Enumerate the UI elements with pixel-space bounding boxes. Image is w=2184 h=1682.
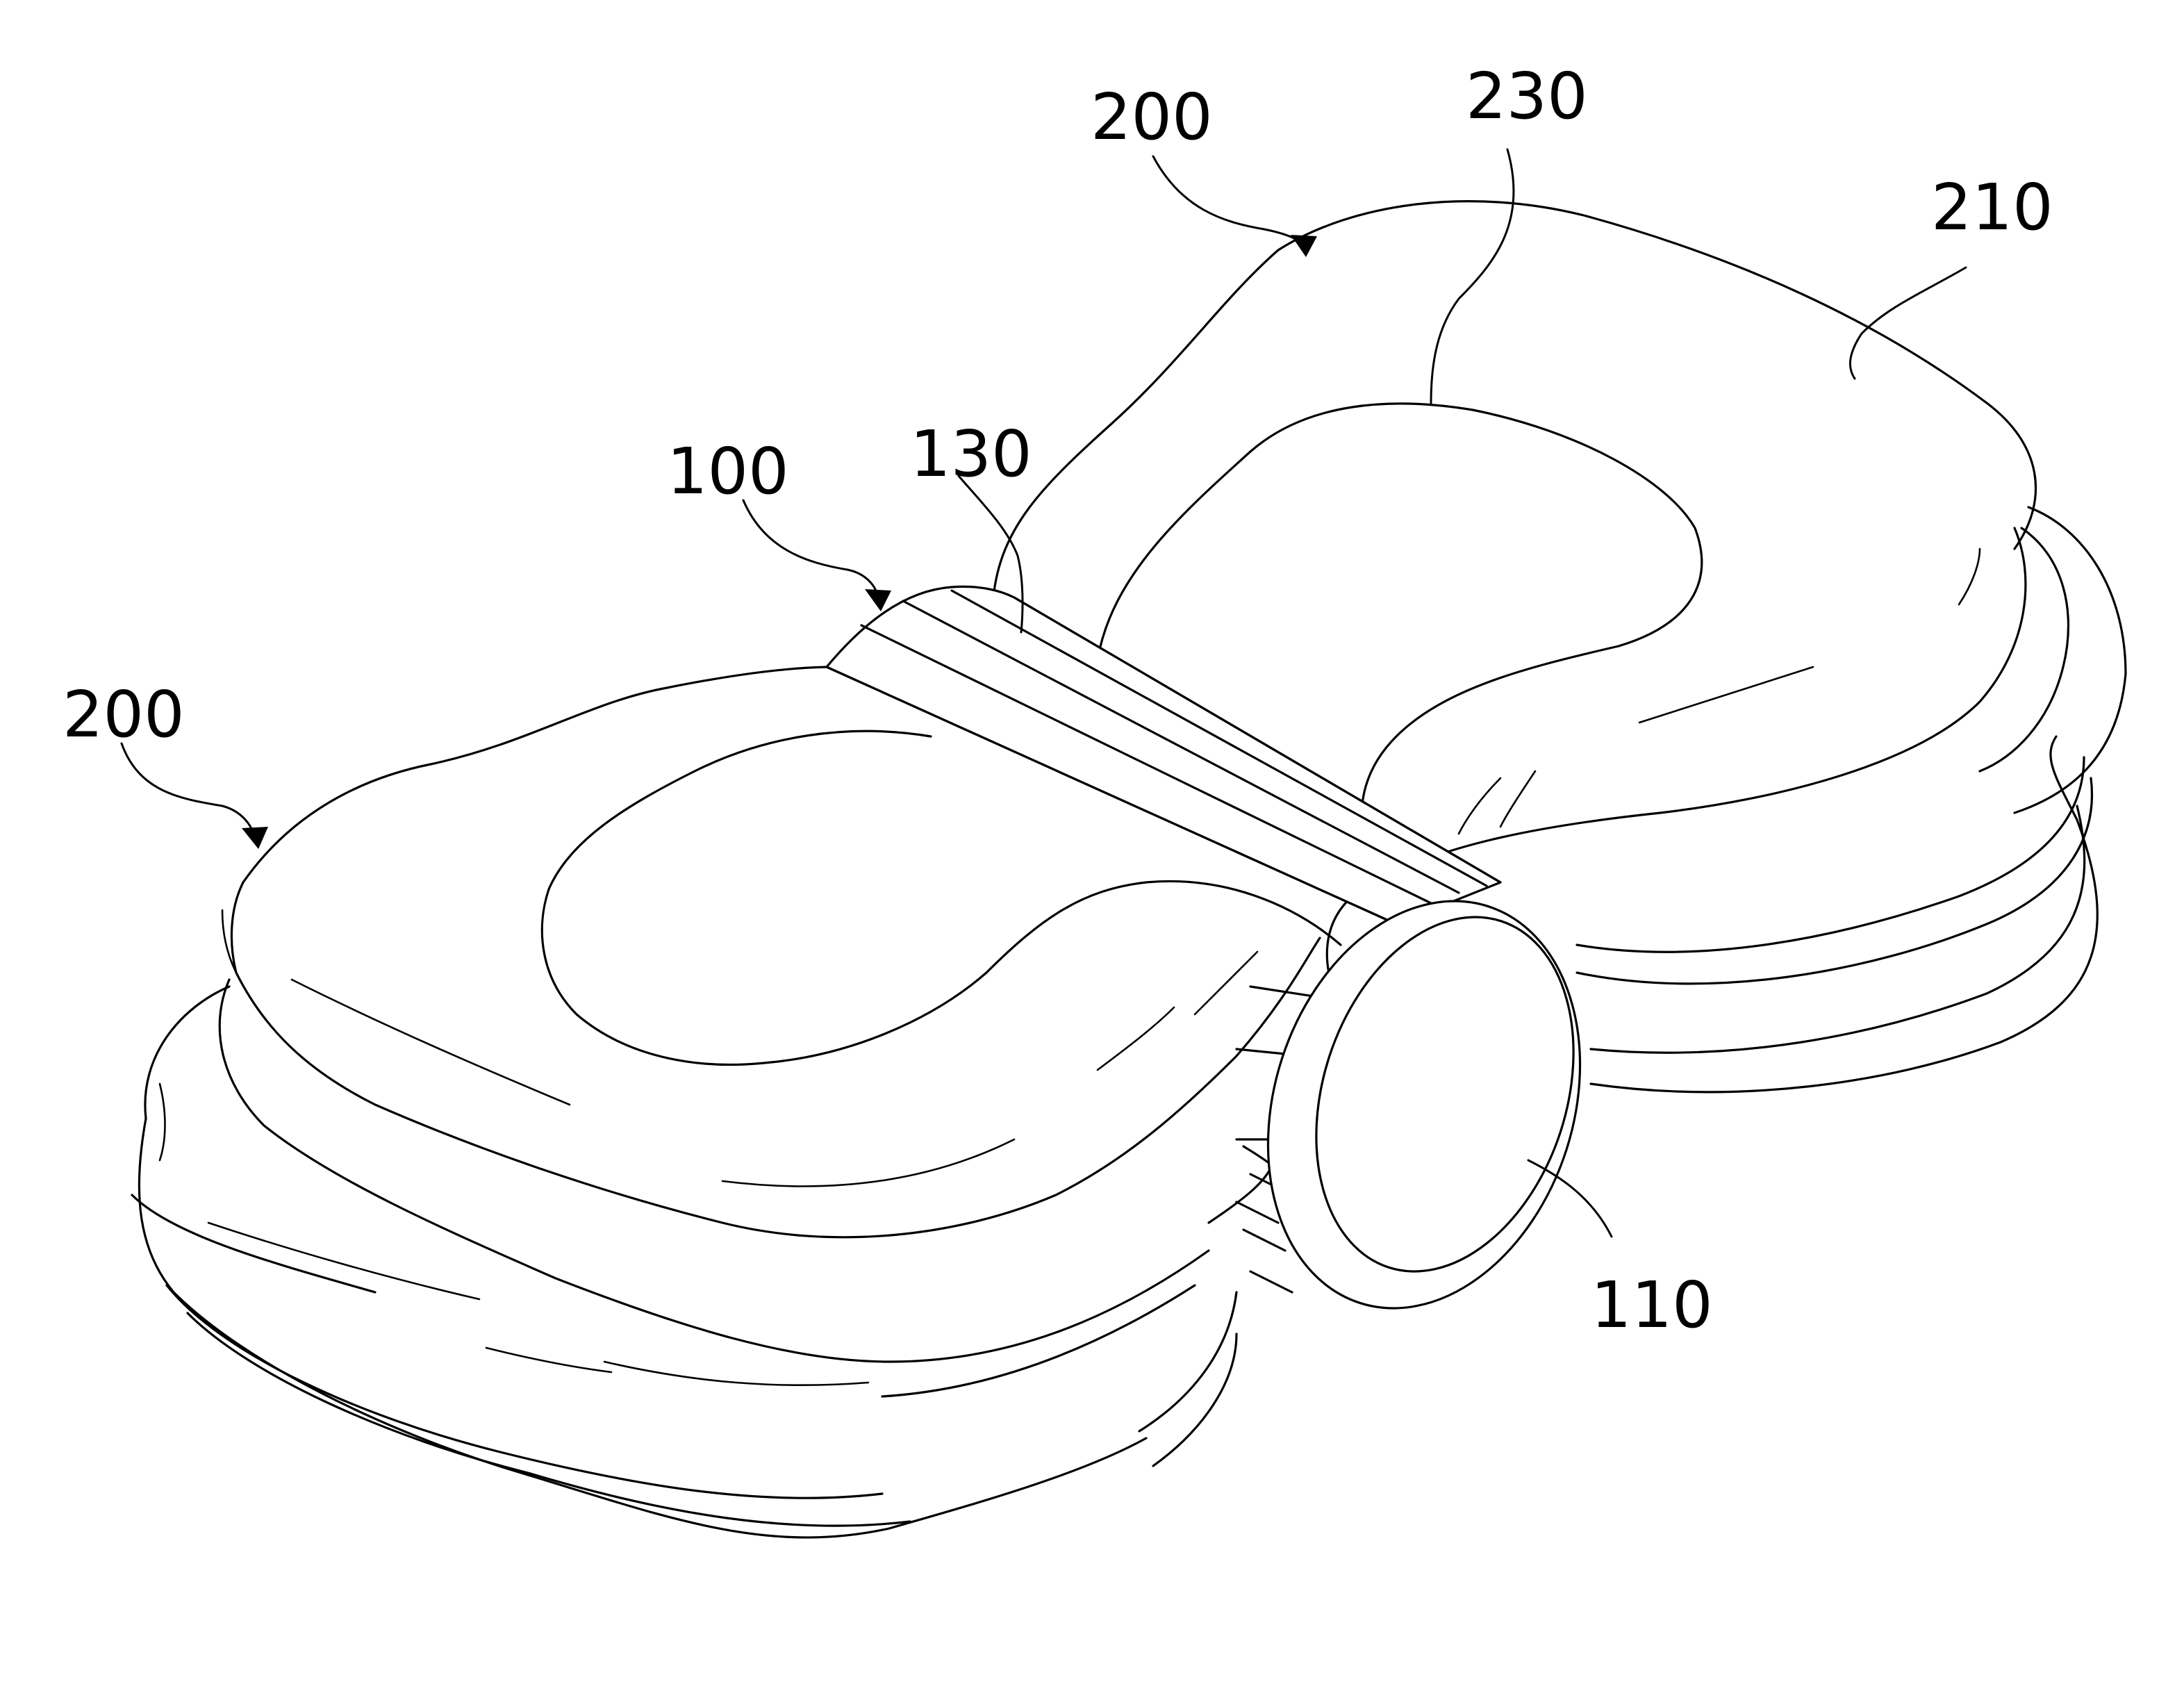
label-130: 130 bbox=[910, 417, 1032, 491]
label-230: 230 bbox=[1466, 59, 1588, 133]
label-210: 210 bbox=[1931, 170, 2053, 245]
right-cushion bbox=[992, 200, 2127, 1094]
label-110: 110 bbox=[1591, 1268, 1713, 1342]
connecting-bar bbox=[825, 585, 1502, 1294]
label-200-upper: 200 bbox=[1091, 80, 1213, 154]
reference-numerals: 200 230 210 100 130 200 110 bbox=[63, 59, 2053, 1342]
label-200-left: 200 bbox=[63, 677, 185, 752]
left-cushion bbox=[131, 666, 1342, 1539]
leader-lines bbox=[120, 148, 1967, 1238]
end-cap-disc bbox=[1266, 900, 1582, 1310]
label-100: 100 bbox=[667, 434, 789, 509]
